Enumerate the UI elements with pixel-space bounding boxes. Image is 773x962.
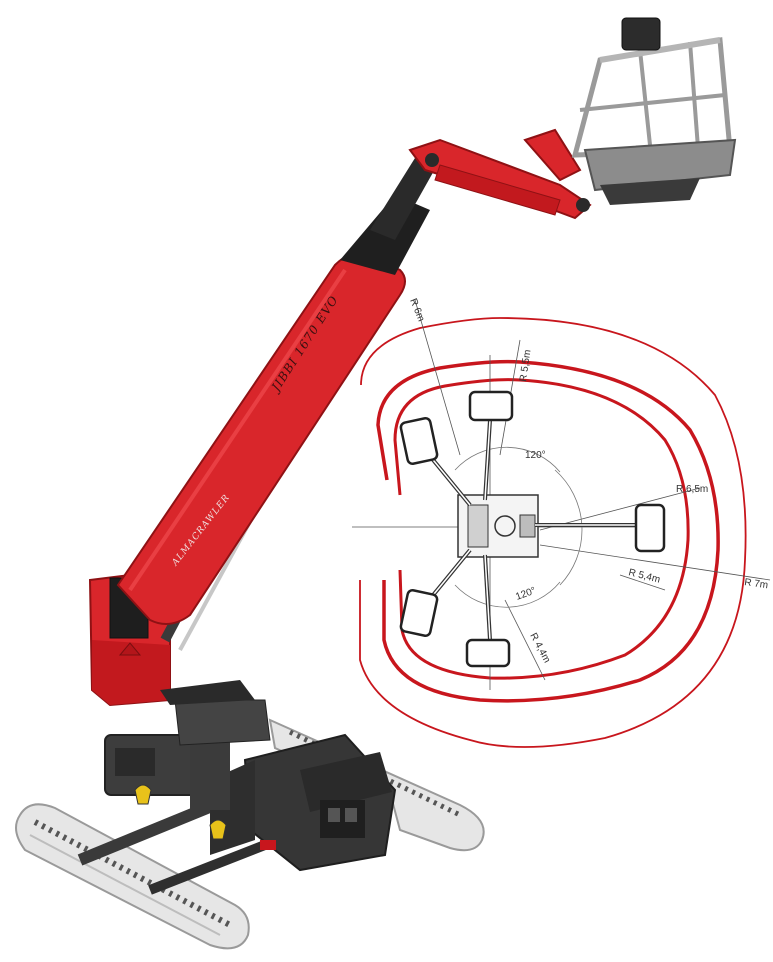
radius-label: R 7m [744,577,769,591]
radius-label: R 5,5m [518,349,533,382]
stabilizer-pad [465,638,511,668]
envelope-inner [393,378,690,680]
radius-label: R 6m [407,297,426,323]
work-platform-basket [571,17,737,205]
stabilizer-pad [399,589,439,637]
left-track [15,803,250,950]
crawler-base [15,718,485,950]
stabilizer-pad [399,417,439,465]
angle-label: 120° [514,585,537,602]
machine-top-view [457,494,539,558]
stabilizer-pad [634,503,666,553]
control-box [621,17,661,51]
stabilizer-pad [468,390,514,422]
envelope-outer-thin [359,317,747,748]
angle-label: 120° [525,450,546,461]
turret [88,573,271,810]
envelope-middle [376,359,720,703]
engine-housing [210,733,397,872]
radius-label: R 4,4m [527,631,552,665]
main-boom: JIBBI 1670 EVO ALMACRAWLER [116,150,440,651]
outreach-diagram: R 6m R 5,5m R 6,5m R 5,4m R 7m R 4,4m 12… [352,297,771,748]
radius-label: R 6,5m [676,484,708,495]
tie-down-hook [209,819,227,840]
jib-arm [408,128,592,220]
tie-down-hook [134,784,152,805]
